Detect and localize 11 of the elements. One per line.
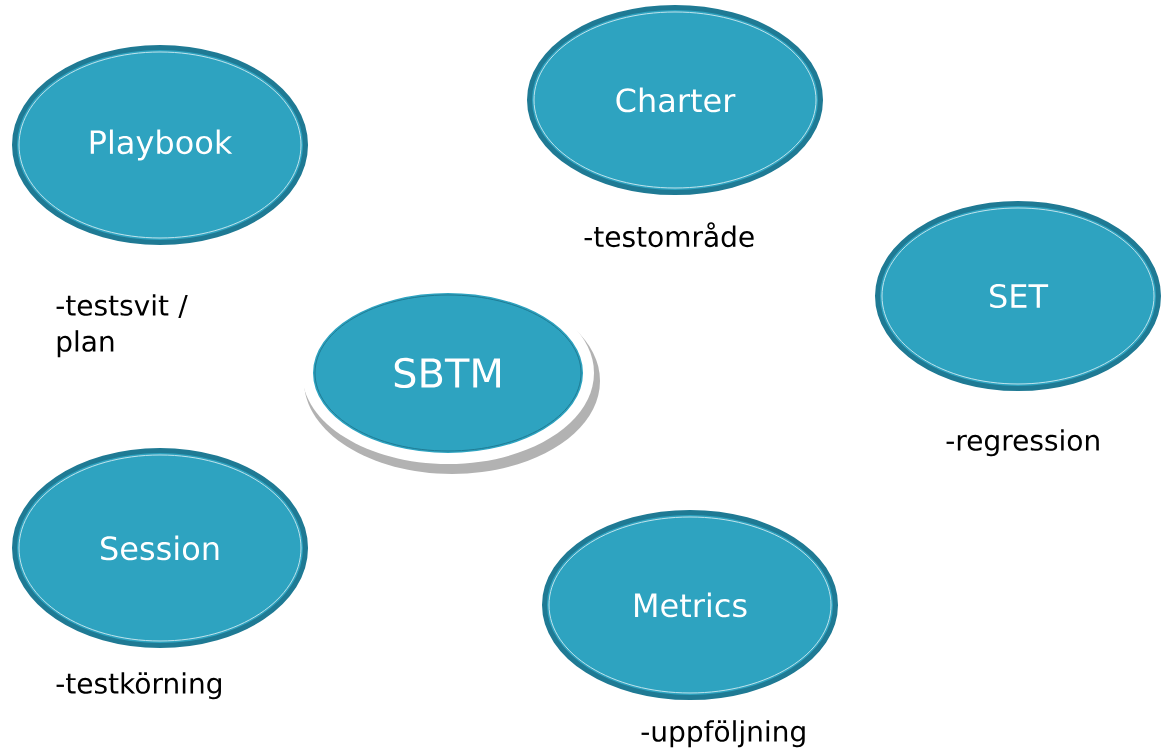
ellipse-node: SET (875, 201, 1161, 391)
caption-text: -regression (946, 429, 1099, 457)
ellipse-node: SBTM (302, 282, 600, 474)
caption-text: -testsvit / plan (56, 294, 188, 358)
ellipse-node: Session (12, 448, 308, 648)
ellipse-node: Charter (527, 5, 823, 195)
caption-text: -testområde (584, 222, 754, 248)
caption-text: -uppföljning (641, 720, 805, 748)
caption-text: -testkörning (56, 672, 221, 700)
ellipse-node: Metrics (542, 510, 838, 700)
ellipse-node: Playbook (12, 45, 308, 245)
